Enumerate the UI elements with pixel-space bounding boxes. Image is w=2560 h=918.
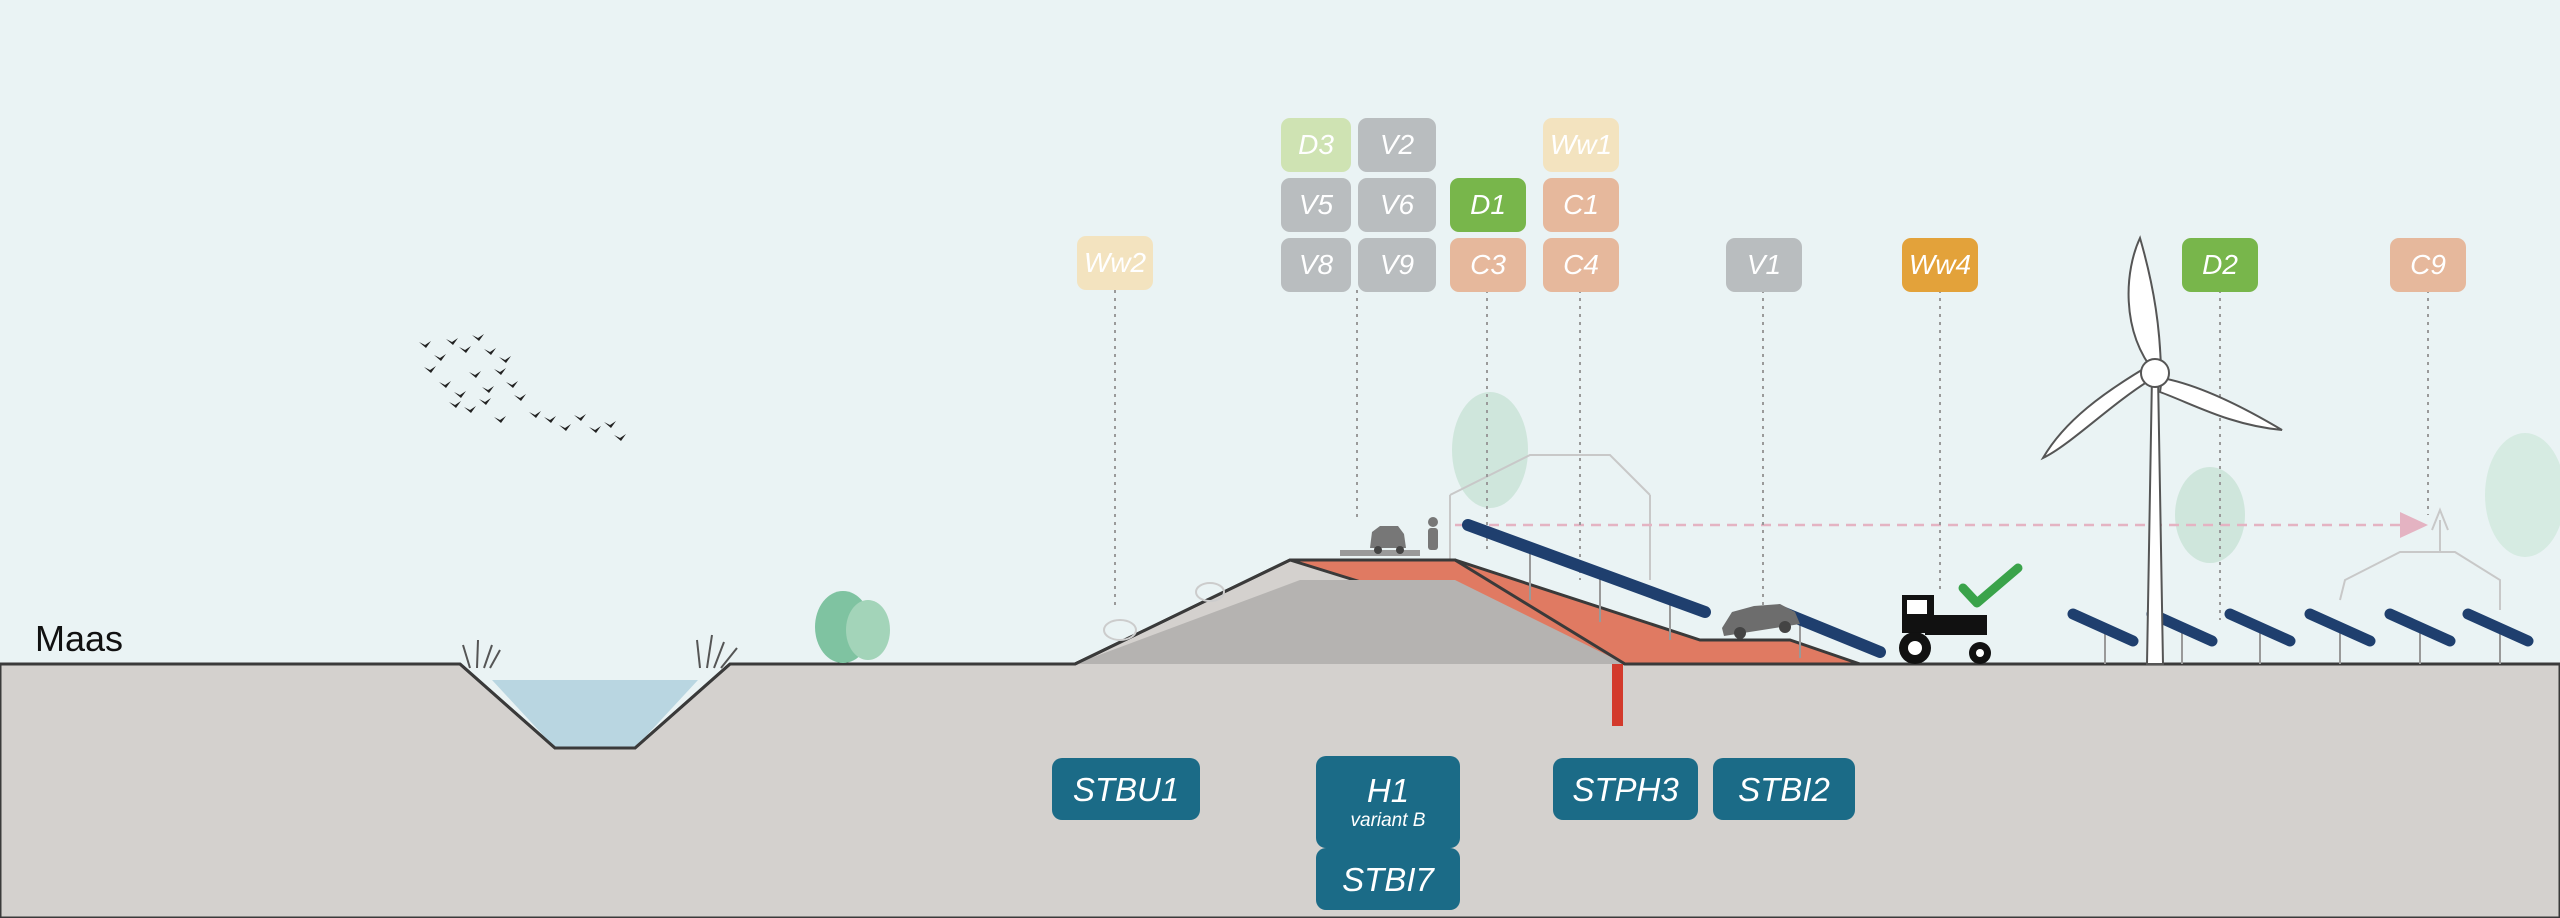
- background-tree: [2485, 433, 2560, 557]
- stability-tag-stph3: STPH3: [1553, 758, 1698, 820]
- wind-turbine: [2040, 235, 2283, 665]
- stability-tag-sublabel: variant B: [1350, 810, 1426, 831]
- bird: [559, 424, 571, 431]
- bird: [614, 434, 626, 441]
- bird: [589, 426, 601, 433]
- measure-tag-c1: C1: [1543, 178, 1619, 232]
- sheet-pile: [1612, 664, 1623, 726]
- measure-tag-v9: V9: [1358, 238, 1436, 292]
- measure-tag-c3: C3: [1450, 238, 1526, 292]
- river-label: Maas: [35, 618, 124, 659]
- car-icon: [1722, 604, 1800, 639]
- tree: [815, 591, 890, 663]
- bird: [472, 334, 484, 341]
- bird: [499, 356, 511, 363]
- bird: [446, 338, 458, 345]
- measure-tag-d2: D2: [2182, 238, 2258, 292]
- bird: [469, 371, 481, 378]
- bird: [419, 341, 431, 348]
- measure-tag-v1: V1: [1726, 238, 1802, 292]
- stability-tag-stbi2: STBI2: [1713, 758, 1855, 820]
- tractor-icon: [1899, 595, 1991, 664]
- bird: [484, 348, 496, 355]
- reeds: [462, 634, 738, 669]
- bird: [439, 381, 451, 388]
- bird: [454, 391, 466, 398]
- bird-flock: [419, 334, 626, 441]
- check-icon: [1958, 563, 2023, 608]
- bird: [464, 406, 476, 413]
- bird: [449, 401, 461, 408]
- stability-tag-label: STBU1: [1072, 770, 1180, 808]
- background-tree: [2175, 467, 2245, 563]
- bird: [459, 346, 471, 353]
- river-bank: [459, 662, 731, 750]
- measure-tag-ww1: Ww1: [1543, 118, 1619, 172]
- bush: [1103, 619, 1137, 641]
- sightline-arrowhead: [2400, 512, 2428, 538]
- bird: [544, 416, 556, 423]
- bird: [506, 381, 518, 388]
- car-icon: [1370, 526, 1406, 554]
- bird: [494, 368, 506, 375]
- river-water: [492, 680, 698, 748]
- bird: [424, 366, 436, 373]
- dike-solar-array: [1462, 519, 1886, 658]
- bird: [604, 421, 616, 428]
- bird: [514, 394, 526, 401]
- measure-tag-v2: V2: [1358, 118, 1436, 172]
- bird: [574, 414, 586, 421]
- measure-tag-v8: V8: [1281, 238, 1351, 292]
- stability-tag-label: STBI2: [1738, 770, 1830, 808]
- measure-tag-d3: D3: [1281, 118, 1351, 172]
- bush: [1195, 582, 1225, 602]
- stability-tag-stbu1: STBU1: [1052, 758, 1200, 820]
- measure-tag-c9: C9: [2390, 238, 2466, 292]
- stability-tag-stbi7: STBI7: [1316, 848, 1460, 910]
- measure-tag-c4: C4: [1543, 238, 1619, 292]
- measure-tag-ww2: Ww2: [1077, 236, 1153, 290]
- bird: [434, 354, 446, 361]
- bird: [482, 386, 494, 393]
- stability-tag-label: STBI7: [1342, 860, 1434, 898]
- bird: [479, 398, 491, 405]
- measure-tag-d1: D1: [1450, 178, 1526, 232]
- measure-tag-ww4: Ww4: [1902, 238, 1978, 292]
- bird: [494, 416, 506, 423]
- dike-outline: [1074, 558, 1626, 666]
- church-silhouette: [2339, 507, 2501, 610]
- measure-tag-v6: V6: [1358, 178, 1436, 232]
- bird: [529, 411, 541, 418]
- measure-tag-v5: V5: [1281, 178, 1351, 232]
- person-icon: [1428, 517, 1438, 550]
- stability-tag-label: STPH3: [1572, 770, 1679, 808]
- stability-tag-label: H1: [1366, 772, 1410, 809]
- leader-lines: [1114, 290, 2429, 620]
- dike-core: [1075, 580, 1625, 664]
- background-tree: [1452, 392, 1528, 508]
